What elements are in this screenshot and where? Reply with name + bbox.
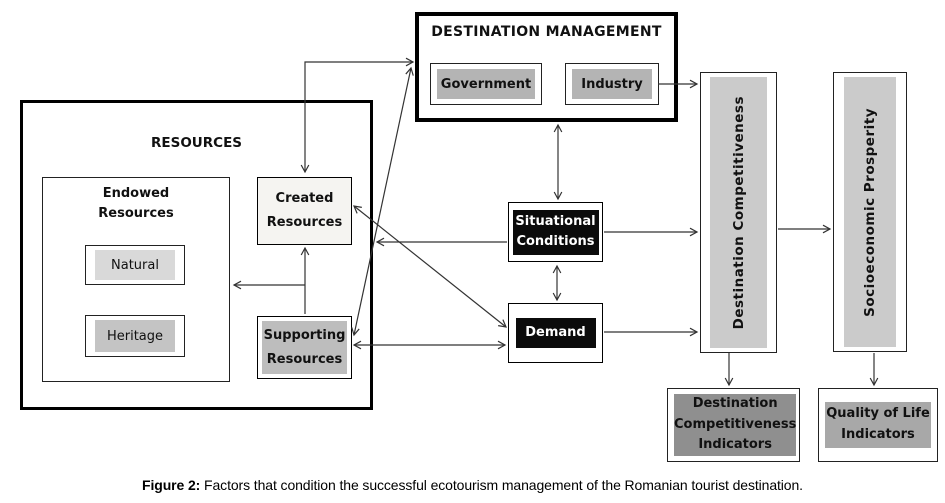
industry-box: Industry — [565, 63, 659, 105]
quality-of-life-indicators-box: Quality of Life Indicators — [818, 388, 938, 462]
endowed-resources-box: Endowed Resources Natural Heritage — [42, 177, 230, 382]
natural-label: Natural — [95, 250, 175, 280]
figure-caption-text: Factors that condition the successful ec… — [204, 477, 803, 493]
heritage-box: Heritage — [85, 315, 185, 357]
supporting-resources-label: Supporting Resources — [262, 321, 347, 374]
socioeconomic-prosperity-label: Socioeconomic Prosperity — [862, 107, 878, 317]
destination-management-box: DESTINATION MANAGEMENT Government Indust… — [415, 12, 678, 122]
situational-conditions-box: Situational Conditions — [508, 202, 603, 262]
demand-box: Demand — [508, 303, 603, 363]
situational-conditions-label: Situational Conditions — [512, 209, 599, 255]
destination-management-title: DESTINATION MANAGEMENT — [431, 24, 662, 40]
arrow-created-demand — [353, 205, 507, 328]
figure-caption-label: Figure 2: — [142, 477, 201, 493]
quality-of-life-indicators-label: Quality of Life Indicators — [825, 402, 931, 448]
figure-caption: Figure 2: Factors that condition the suc… — [0, 477, 945, 493]
resources-box: RESOURCES Endowed Resources Natural Heri… — [20, 100, 373, 410]
destination-competitiveness-box: Destination Competitiveness — [700, 72, 777, 353]
resources-title: RESOURCES — [150, 135, 243, 151]
socioeconomic-prosperity-box: Socioeconomic Prosperity — [833, 72, 907, 352]
created-resources-box: Created Resources — [257, 177, 352, 245]
government-label: Government — [437, 69, 535, 99]
industry-label: Industry — [572, 69, 652, 99]
natural-box: Natural — [85, 245, 185, 285]
endowed-resources-title: Endowed Resources — [98, 186, 174, 221]
supporting-resources-box: Supporting Resources — [257, 316, 352, 379]
government-box: Government — [430, 63, 542, 105]
competitiveness-indicators-box: Destination Competitiveness Indicators — [667, 388, 800, 462]
destination-competitiveness-label: Destination Competitiveness — [730, 95, 747, 330]
demand-label: Demand — [515, 318, 596, 348]
competitiveness-indicators-label: Destination Competitiveness Indicators — [674, 394, 796, 456]
heritage-label: Heritage — [95, 320, 175, 352]
